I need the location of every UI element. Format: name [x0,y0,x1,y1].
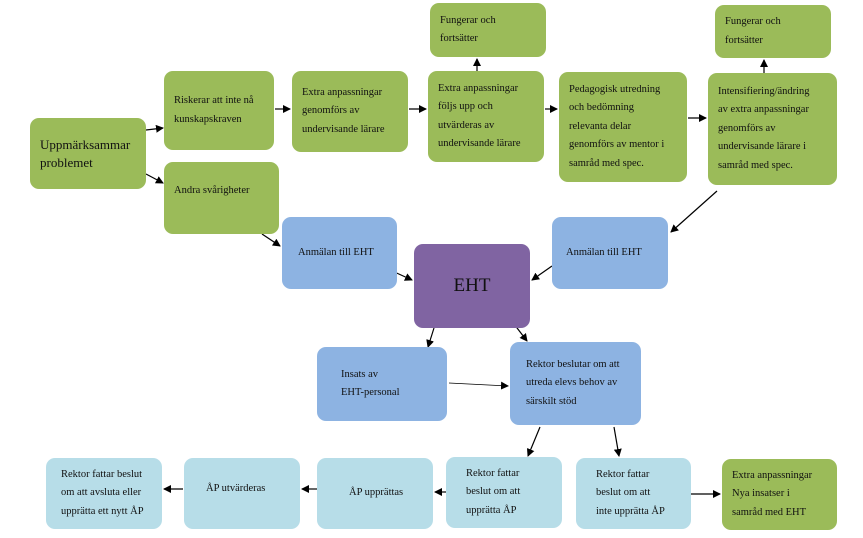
node-text: upprätta ett nytt ÅP [61,505,144,517]
arrow-anmalan2-to-eht [531,265,553,281]
node-intensifiering: Intensifiering/ändring av extra anpassni… [708,73,837,185]
node-extra-anpassningar-3: Extra anpassningar Nya insatser i samråd… [722,459,837,530]
node-rektor-avsluta: Rektor fattar beslut om att avsluta elle… [46,458,162,529]
node-text: utvärderas av [438,119,495,131]
node-text: Rektor fattar beslut [61,468,143,480]
node-text: undervisande lärare i [718,141,807,153]
node-text: fortsätter [440,33,478,44]
node-uppmarksammar: Uppmärksammar problemet [30,118,146,189]
node-text: Rektor fattar [596,468,650,480]
node-rektor-upprätta-ap: Rektor fattar beslut om att upprätta ÅP [446,457,562,528]
node-text: Uppmärksammar [40,136,131,152]
node-text: beslut om att [596,487,651,499]
node-text: Andra svårigheter [174,185,250,196]
node-text: om att avsluta eller [61,487,142,499]
node-text: Intensifiering/ändring [718,86,810,98]
node-text: kunskapskraven [174,113,242,125]
node-rektor-utreda: Rektor beslutar om att utreda elevs beho… [510,342,641,425]
node-text: Insats av [341,368,379,380]
node-text: Extra anpassningar [438,82,519,94]
node-anmalan-eht-right: Anmälan till EHT [552,217,668,289]
node-text: samråd med spec. [569,157,644,169]
node-extra-anpassningar-2: Extra anpassningar följs upp och utvärde… [428,71,544,162]
arrow-rektor-to-upprätta [526,426,541,457]
arrow-insats-to-rektor [448,381,509,390]
arrow-eht-to-insats [426,327,435,348]
node-riskerar: Riskerar att inte nå kunskapskraven [164,71,274,150]
node-text: undervisande lärare [438,137,521,149]
arrow-intensifiering-to-anmalan2 [670,190,718,233]
node-andra-svarigheter: Andra svårigheter [164,162,279,234]
node-text: beslut om att [466,486,521,498]
node-rektor-inte-upprätta-ap: Rektor fattar beslut om att inte upprätt… [576,458,691,529]
node-text: följs upp och [438,101,493,113]
node-text: Fungerar och [440,14,496,26]
node-text: genomförs av mentor i [569,139,665,151]
node-text: Pedagogisk utredning [569,84,661,96]
node-text: samråd med EHT [732,506,807,518]
arrow-andra-to-anmalan1 [261,233,281,247]
node-ap-utvarderas: ÅP utvärderas [184,458,300,529]
node-text: EHT [453,275,491,297]
node-ap-upprattas: ÅP upprättas [317,458,433,529]
node-text: ÅP utvärderas [206,483,266,494]
node-text: Anmälan till EHT [566,246,642,258]
node-text: av extra anpassningar [718,104,809,116]
node-text: särskilt stöd [526,395,577,407]
node-text: Rektor fattar [466,467,520,479]
node-text: ÅP upprättas [349,487,404,499]
node-anmalan-eht-left: Anmälan till EHT [282,217,397,289]
node-text: relevanta delar [569,120,632,132]
node-text: fortsätter [725,34,763,46]
node-text: Nya insatser i [732,488,790,500]
node-text: Extra anpassningar [302,86,383,98]
node-pedagogisk-utredning: Pedagogisk utredning och bedömning relev… [559,72,687,182]
node-text: Rektor beslutar om att [526,358,620,370]
node-text: upprätta ÅP [466,504,517,516]
node-text: genomförs av [302,105,360,117]
node-text: Riskerar att inte nå [174,95,254,107]
node-eht: EHT [414,244,530,328]
node-fungerar-1: Fungerar och fortsätter [430,3,546,57]
node-text: och bedömning [569,102,635,114]
node-text: problemet [40,154,93,170]
node-text: utreda elevs behov av [526,377,618,389]
node-extra-anpassningar-1: Extra anpassningar genomförs av undervis… [292,71,408,152]
node-text: Anmälan till EHT [298,246,374,258]
node-text: inte upprätta ÅP [596,505,665,517]
arrow-uppm-to-andra [145,173,164,184]
arrow-uppm-to-riskerar [145,124,164,133]
node-text: Fungerar och [725,16,781,28]
node-insats-eht-personal: Insats av EHT-personal [317,347,447,421]
arrow-rektor-to-inte [613,426,622,457]
node-text: undervisande lärare [302,123,385,135]
node-fungerar-2: Fungerar och fortsätter [715,5,831,58]
node-text: Extra anpassningar [732,469,813,481]
node-text: EHT-personal [341,387,400,398]
node-text: genomförs av [718,122,776,134]
node-text: samråd med spec. [718,159,793,171]
